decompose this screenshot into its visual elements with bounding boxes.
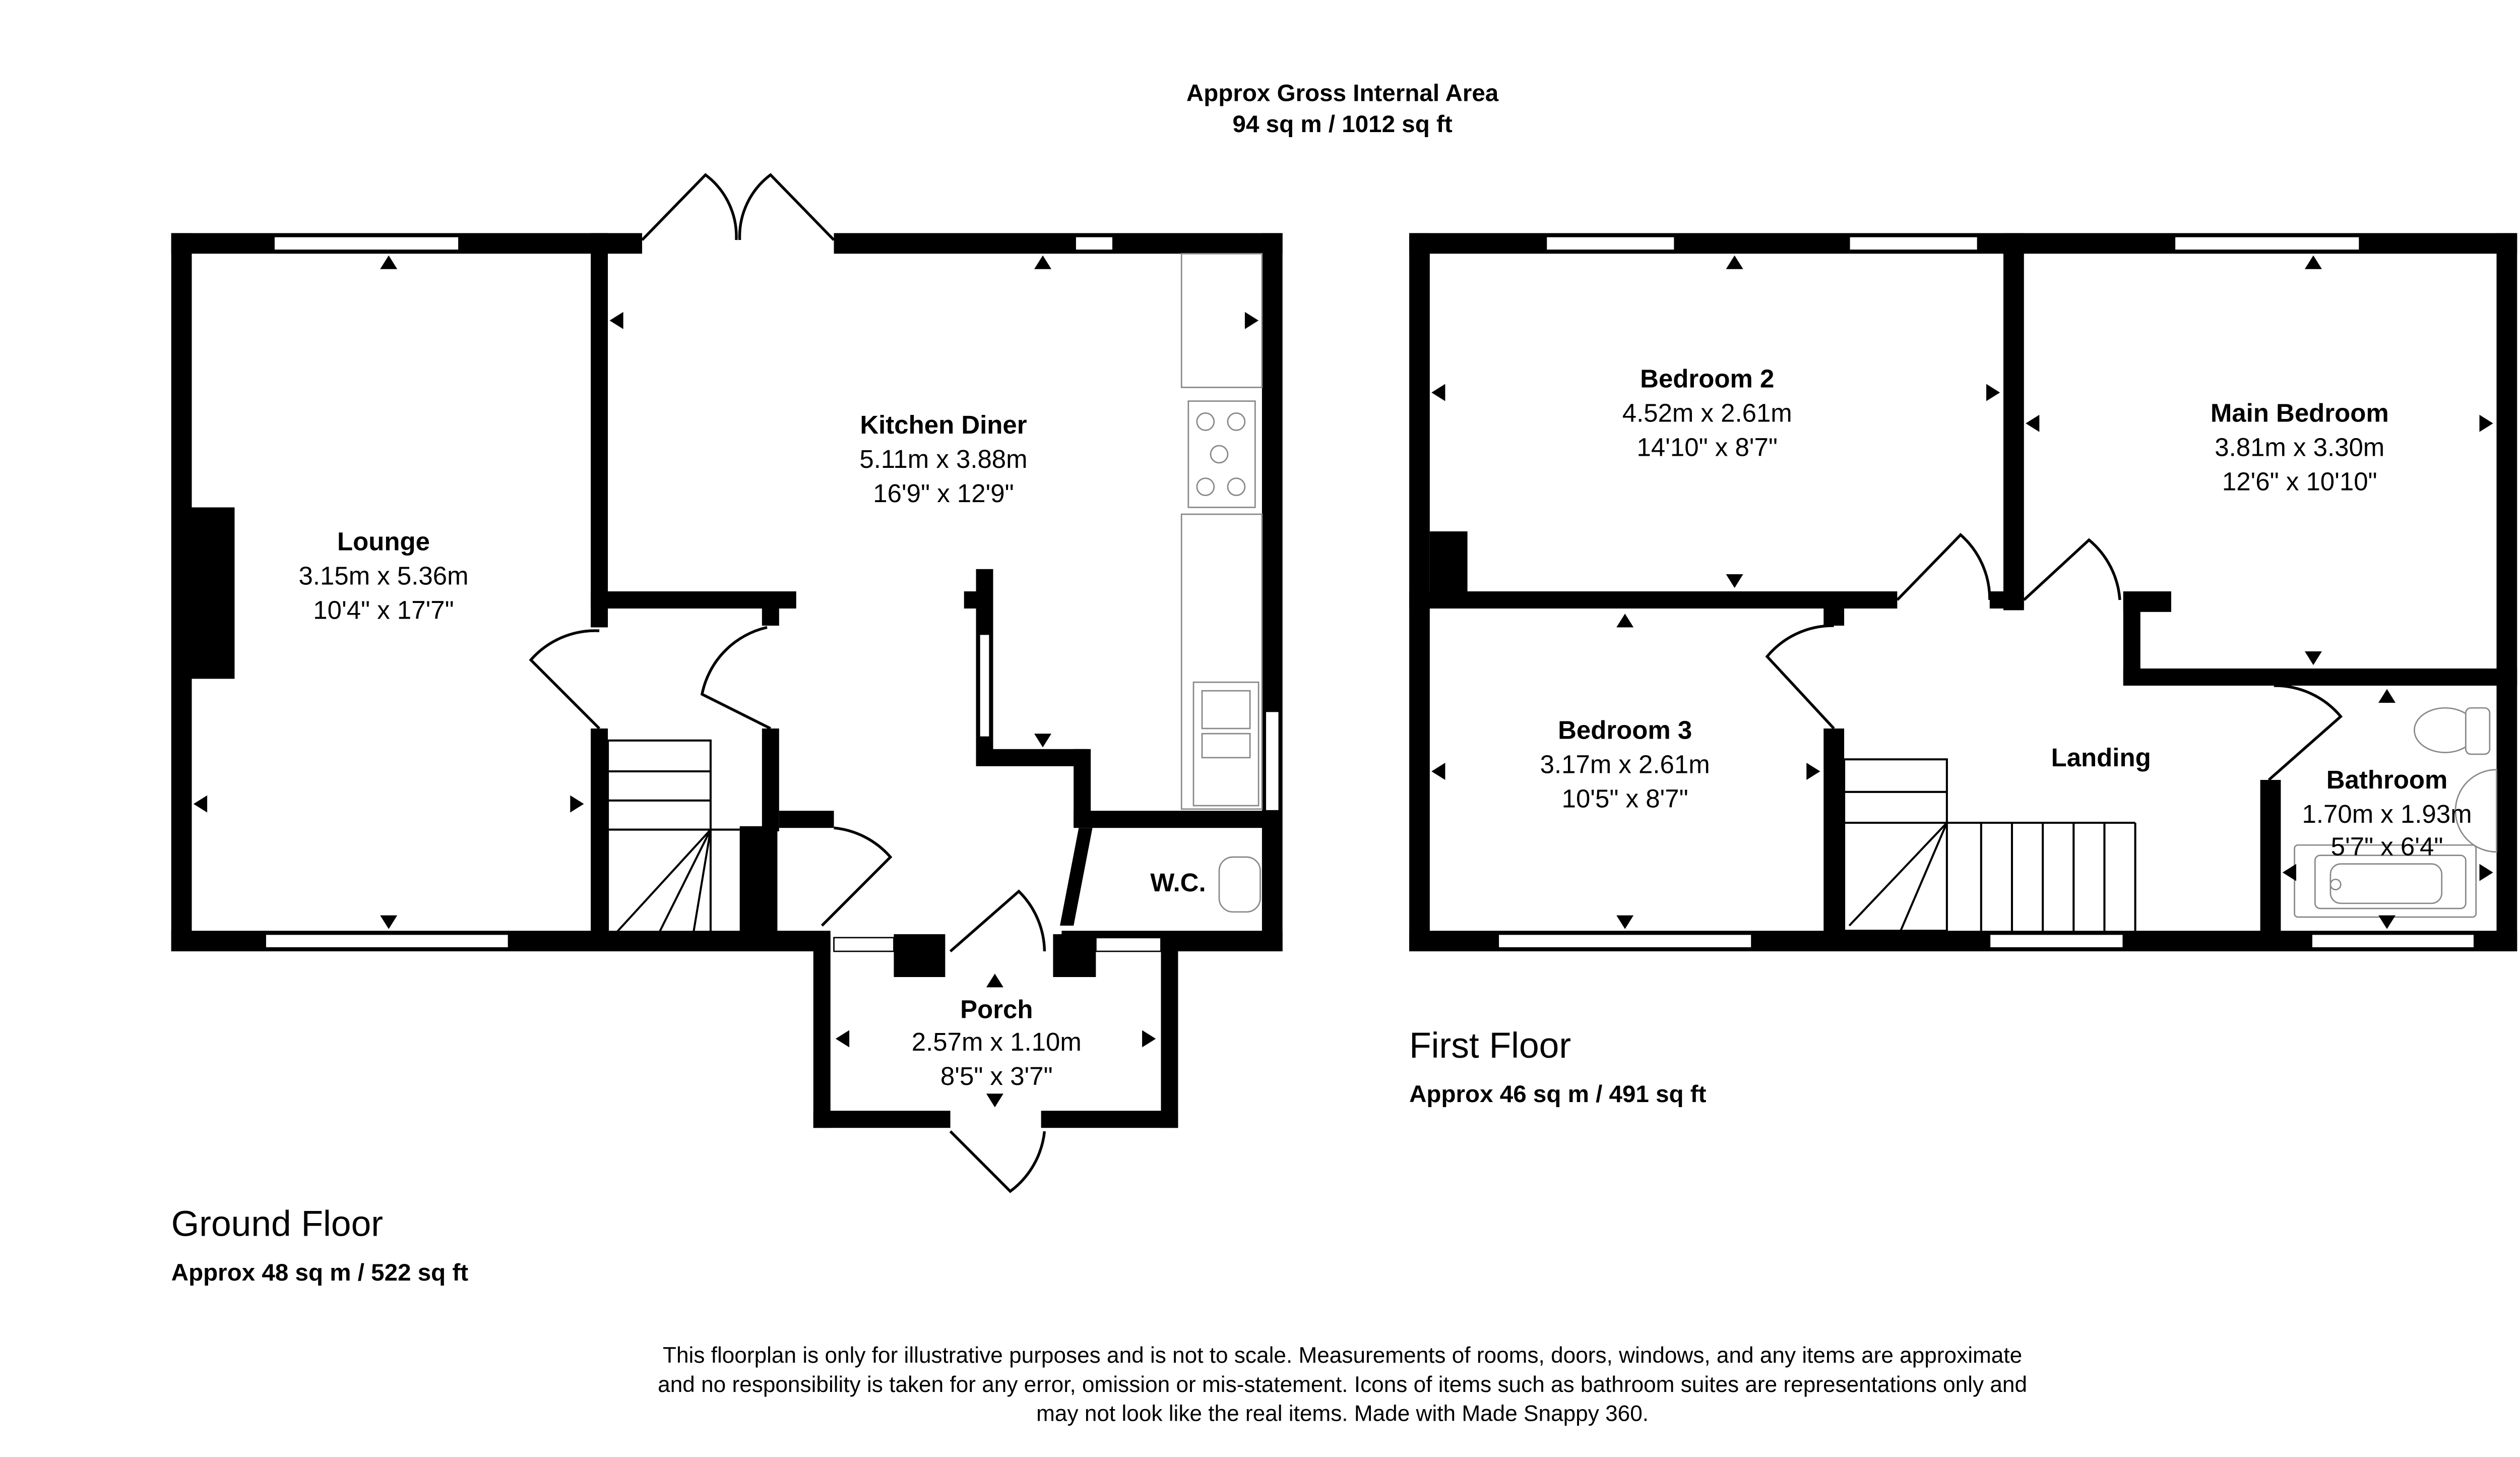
ground-floor-area: Approx 48 sq m / 522 sq ft [171,1259,469,1286]
toilet-icon [1218,856,1261,913]
room-metric: 1.70m x 1.93m [2302,800,2472,828]
disclaimer-line: may not look like the real items. Made w… [1036,1402,1649,1426]
ground-arrows [193,255,1259,1108]
room-imperial: 16'9" x 12'9" [873,479,1014,508]
room-name: Landing [2051,743,2151,772]
header-total-area: 94 sq m / 1012 sq ft [1233,111,1453,138]
room-name: Porch [960,995,1033,1024]
room-bedroom-2: Bedroom 2 4.52m x 2.61m 14'10" x 8'7" [1622,364,1792,461]
room-metric: 3.81m x 3.30m [2215,433,2384,461]
room-bathroom: Bathroom 1.70m x 1.93m 5'7" x 6'4" [2302,765,2472,861]
disclaimer-line: This floorplan is only for illustrative … [663,1343,2022,1368]
room-metric: 3.15m x 5.36m [299,561,469,590]
room-landing: Landing [2051,743,2151,772]
room-name: Kitchen Diner [860,410,1027,439]
room-name: Bedroom 2 [1640,364,1774,393]
room-metric: 5.11m x 3.88m [859,445,1027,473]
ground-doors [529,173,1046,1193]
ground-floor-plan: Lounge 3.15m x 5.36m 10'4" x 17'7" Kitch… [171,173,1283,1286]
room-name: Bathroom [2326,765,2448,794]
room-bedroom-3: Bedroom 3 3.17m x 2.61m 10'5" x 8'7" [1540,715,1710,813]
first-windows [1497,235,2475,949]
room-lounge: Lounge 3.15m x 5.36m 10'4" x 17'7" [299,527,469,624]
room-imperial: 10'4" x 17'7" [313,595,454,624]
room-imperial: 14'10" x 8'7" [1637,433,1778,461]
first-doors [1765,533,2343,781]
basin-icon [2454,769,2497,853]
first-floor-area: Approx 46 sq m / 491 sq ft [1409,1081,1707,1108]
room-main-bedroom: Main Bedroom 3.81m x 3.30m 12'6" x 10'10… [2211,398,2389,496]
ground-floor-label: Ground Floor [171,1203,383,1244]
ground-stairs [607,739,740,934]
bath-icon [2294,844,2477,918]
ground-walls [171,233,1283,1128]
room-kitchen-diner: Kitchen Diner 5.11m x 3.88m 16'9" x 12'9… [859,410,1027,508]
room-name: W.C. [1150,868,1206,897]
disclaimer: This floorplan is only for illustrative … [658,1343,2027,1426]
bathroom-fixtures [2294,707,2497,918]
header-title: Approx Gross Internal Area [1186,80,1499,107]
disclaimer-line: and no responsibility is taken for any e… [658,1372,2027,1397]
first-stairs [1843,758,2136,932]
first-floor-plan: Bedroom 2 4.52m x 2.61m 14'10" x 8'7" Ma… [1409,233,2517,1108]
toilet-icon [2414,707,2491,755]
room-name: Main Bedroom [2211,398,2389,427]
room-imperial: 12'6" x 10'10" [2222,467,2377,496]
room-metric: 2.57m x 1.10m [912,1027,1082,1056]
room-imperial: 5'7" x 6'4" [2331,832,2443,861]
first-floor-label: First Floor [1409,1025,1571,1066]
kitchen-fixtures [1180,253,1263,913]
room-metric: 3.17m x 2.61m [1540,750,1710,778]
first-arrows [1431,255,2493,929]
room-name: Bedroom 3 [1558,715,1692,744]
room-imperial: 10'5" x 8'7" [1562,784,1688,813]
room-name: Lounge [337,527,430,556]
room-wc: W.C. [1150,868,1206,897]
room-porch: Porch 2.57m x 1.10m 8'5" x 3'7" [912,995,1082,1091]
room-metric: 4.52m x 2.61m [1622,398,1792,427]
ground-windows [265,235,1280,952]
room-imperial: 8'5" x 3'7" [940,1062,1053,1090]
